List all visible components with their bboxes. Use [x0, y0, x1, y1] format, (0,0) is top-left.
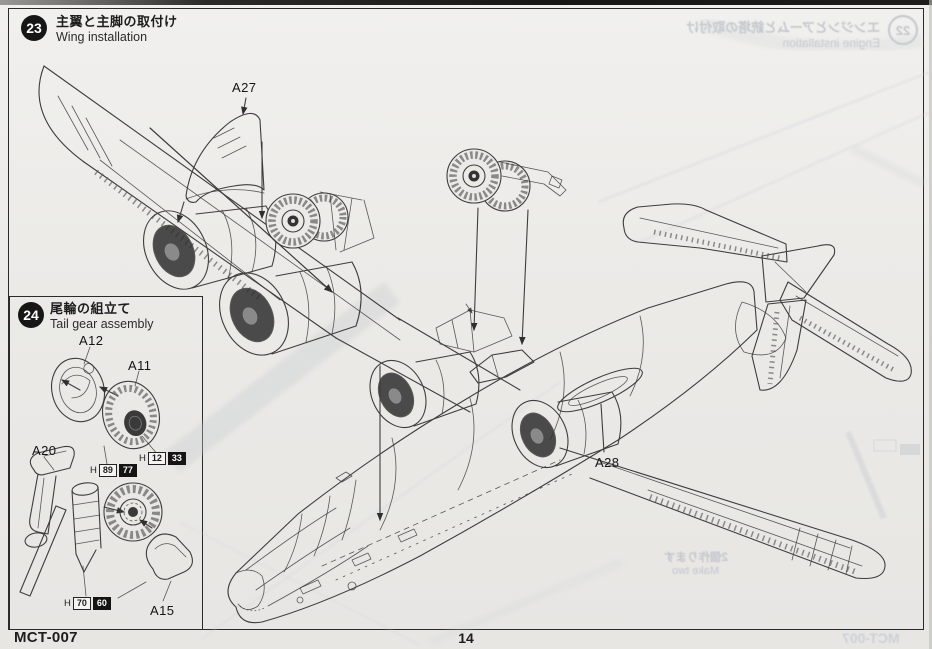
- step23-title-ja: 主翼と主脚の取付け: [56, 14, 178, 29]
- part-label-a15: A15: [150, 603, 175, 618]
- sheet-code: MCT-007: [14, 629, 78, 646]
- step24-badge: 24: [18, 302, 44, 328]
- part-label-a20: A20: [32, 443, 57, 458]
- part-label-a11: A11: [128, 358, 152, 373]
- part-label-a12: A12: [79, 333, 104, 348]
- step23-title: 主翼と主脚の取付け Wing installation: [56, 14, 178, 46]
- step24-title-en: Tail gear assembly: [50, 317, 154, 332]
- aqueous-color-number: 70: [72, 597, 91, 610]
- paint-chip-strut: H 70 60: [64, 597, 111, 610]
- step24-title-ja: 尾輪の組立て: [50, 301, 132, 316]
- mr-color-number: 33: [167, 452, 186, 465]
- page-number: 14: [458, 630, 474, 646]
- step24-title: 尾輪の組立て Tail gear assembly: [50, 301, 154, 333]
- step24-number: 24: [23, 307, 39, 323]
- step23-badge: 23: [21, 15, 47, 41]
- paint-chip-tire: H 89 77: [90, 464, 137, 477]
- paint-system-prefix: H: [90, 465, 97, 476]
- step23-title-en: Wing installation: [56, 30, 148, 45]
- aqueous-color-number: 89: [98, 464, 117, 477]
- step23-number: 23: [26, 20, 42, 36]
- scan-right-edge: [929, 0, 932, 649]
- mr-color-number: 77: [118, 464, 137, 477]
- part-label-a27: A27: [232, 80, 257, 95]
- paint-system-prefix: H: [64, 598, 71, 609]
- aqueous-color-number: 12: [147, 452, 166, 465]
- paint-chip-hub: H 12 33: [139, 452, 186, 465]
- part-label-a28: A28: [595, 455, 620, 470]
- mr-color-number: 60: [92, 597, 111, 610]
- paint-system-prefix: H: [139, 453, 146, 464]
- scan-top-edge: [0, 0, 932, 5]
